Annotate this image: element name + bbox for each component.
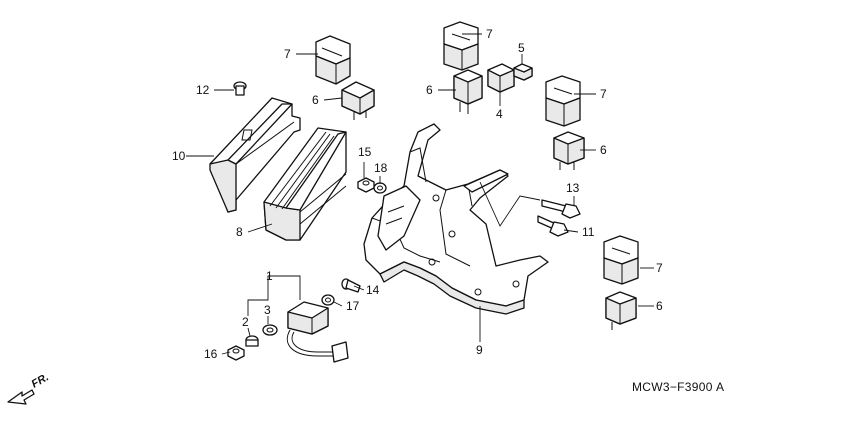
callout-6-right: 6 bbox=[600, 143, 607, 157]
callout-1: 1 bbox=[266, 269, 273, 283]
callout-10: 10 bbox=[172, 149, 186, 163]
callout-18: 18 bbox=[374, 161, 388, 175]
callout-11: 11 bbox=[582, 225, 595, 239]
callout-7-upper-left: 7 bbox=[284, 47, 291, 61]
part-16-nut bbox=[227, 345, 245, 361]
callout-6-upper-left: 6 bbox=[312, 93, 319, 107]
part-15-nut bbox=[357, 177, 375, 193]
part-12-bolt bbox=[233, 81, 247, 96]
diagram-code-suffix: A bbox=[716, 380, 724, 394]
part-18-washer bbox=[373, 182, 387, 194]
callout-6-lower-right: 6 bbox=[656, 299, 663, 313]
callout-12: 12 bbox=[196, 83, 210, 97]
part-3-grommet bbox=[262, 324, 278, 336]
part-11-bolt bbox=[537, 215, 569, 237]
part-17-washer bbox=[321, 294, 335, 306]
part-6-relay-upper-left bbox=[341, 81, 375, 120]
part-7-relay-stack-upper-left bbox=[315, 35, 351, 85]
callout-15: 15 bbox=[358, 145, 372, 159]
callout-14: 14 bbox=[366, 283, 380, 297]
callout-9: 9 bbox=[476, 343, 483, 357]
part-9-bracket bbox=[363, 123, 549, 315]
callout-4: 4 bbox=[496, 107, 503, 121]
diagram-code: MCW3−F3900 A bbox=[632, 380, 724, 394]
callout-6-upper-center: 6 bbox=[426, 83, 433, 97]
callout-7-lower-right: 7 bbox=[656, 261, 663, 275]
callout-17: 17 bbox=[346, 299, 360, 313]
part-6-relay-upper-center bbox=[453, 69, 483, 114]
leader-lines bbox=[186, 33, 654, 355]
part-1-unit bbox=[286, 301, 349, 363]
callout-labels: 1 2 3 4 5 6 6 6 6 7 7 7 7 8 9 10 11 12 1… bbox=[172, 27, 663, 361]
part-8-control-unit bbox=[263, 127, 347, 241]
part-2-collar bbox=[245, 335, 259, 347]
part-7-relay-stack-lower-right bbox=[603, 235, 639, 285]
part-7-relay-stack-right bbox=[545, 75, 581, 127]
part-7-relay-stack-upper-center bbox=[443, 21, 479, 71]
callout-5: 5 bbox=[518, 41, 525, 55]
diagram-code-text: MCW3−F3900 bbox=[632, 380, 713, 394]
part-14-bolt bbox=[341, 278, 361, 293]
part-5-cube bbox=[513, 63, 533, 81]
direction-label: FR. bbox=[30, 371, 51, 390]
callout-16: 16 bbox=[204, 347, 218, 361]
callout-8: 8 bbox=[236, 225, 243, 239]
part-4-relay bbox=[487, 63, 515, 93]
part-10-case bbox=[209, 97, 301, 213]
callout-7-right: 7 bbox=[600, 87, 607, 101]
front-direction-arrow-icon: FR. bbox=[7, 371, 51, 405]
callout-2: 2 bbox=[242, 315, 249, 329]
part-6-relay-right bbox=[553, 131, 585, 170]
callout-3: 3 bbox=[264, 303, 271, 317]
callout-13: 13 bbox=[566, 181, 580, 195]
part-6-relay-lower-right bbox=[605, 291, 637, 330]
callout-7-upper-center: 7 bbox=[486, 27, 493, 41]
